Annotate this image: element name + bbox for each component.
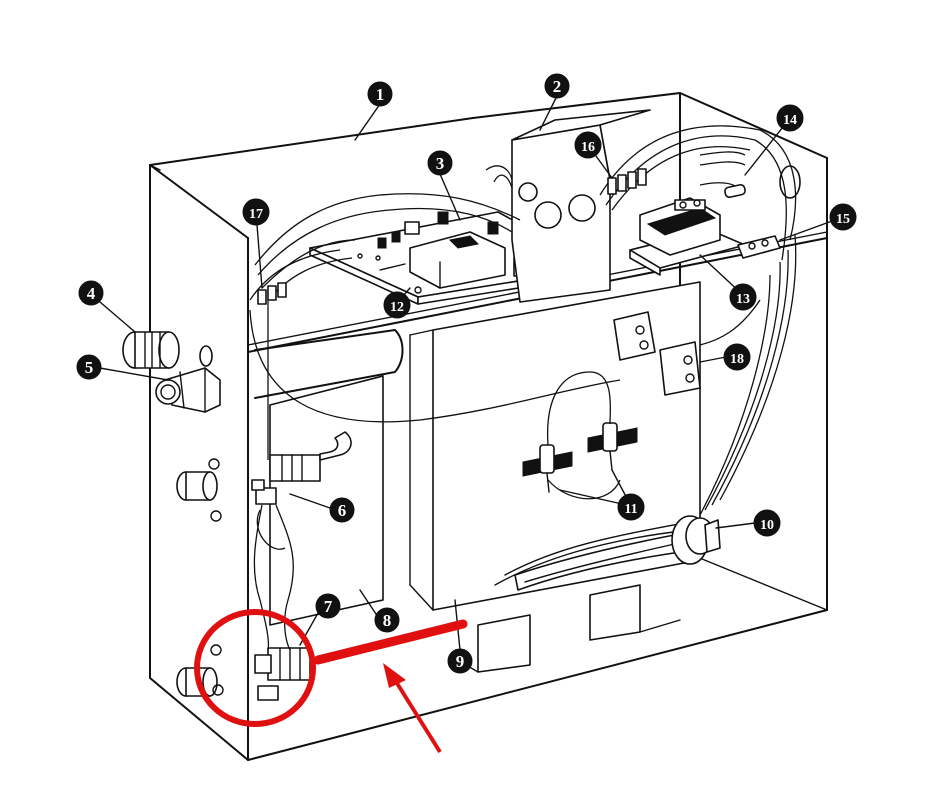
cabinet-outline [149, 92, 828, 761]
contactor [629, 197, 746, 276]
water-tank [409, 281, 701, 673]
water-level-probe-lower [254, 647, 311, 701]
svg-text:3: 3 [436, 154, 445, 173]
water-level-probe-upper [251, 431, 352, 505]
left-fittings [122, 331, 224, 697]
svg-text:17: 17 [249, 207, 263, 222]
svg-text:8: 8 [383, 611, 392, 630]
callout-11: 11 [617, 493, 645, 521]
svg-text:15: 15 [836, 212, 850, 227]
highlight-arrow-shaft [393, 678, 442, 754]
callout-13: 13 [729, 283, 757, 311]
wiring-harness [249, 125, 797, 651]
highlight-bar [313, 619, 468, 665]
inner-panel [254, 329, 404, 626]
drain-fitting-middle [176, 458, 222, 522]
callout-14: 14 [776, 104, 804, 132]
safety-valve [155, 367, 221, 413]
svg-text:6: 6 [338, 501, 347, 520]
fuse [724, 183, 746, 199]
svg-text:2: 2 [553, 77, 562, 96]
callouts: 1 2 3 4 5 6 7 8 [76, 73, 857, 674]
callout-3: 3 [427, 150, 453, 176]
svg-text:18: 18 [730, 352, 744, 367]
svg-text:11: 11 [624, 502, 637, 517]
callout-5: 5 [76, 354, 102, 380]
svg-text:14: 14 [783, 113, 797, 128]
callout-16: 16 [574, 131, 602, 159]
callout-4: 4 [78, 280, 104, 306]
callout-7: 7 [315, 593, 341, 619]
svg-text:4: 4 [87, 284, 96, 303]
highlight-arrow-head [383, 663, 406, 688]
callout-17: 17 [242, 198, 270, 226]
callout-10: 10 [753, 509, 781, 537]
highlight-circle [194, 609, 316, 727]
callout-2: 2 [544, 73, 570, 99]
svg-text:13: 13 [736, 292, 750, 307]
callout-12: 12 [383, 291, 411, 319]
callout-8: 8 [374, 607, 400, 633]
svg-text:16: 16 [581, 140, 595, 155]
terminal-block [737, 235, 781, 259]
svg-text:5: 5 [85, 358, 94, 377]
thermostats [613, 311, 701, 396]
callout-6: 6 [329, 497, 355, 523]
temperature-probes [522, 371, 638, 500]
svg-text:12: 12 [390, 300, 404, 315]
heating-element [514, 515, 721, 591]
callout-9: 9 [447, 648, 473, 674]
svg-text:10: 10 [760, 518, 774, 533]
steam-outlet-fitting [122, 331, 213, 369]
callout-18: 18 [723, 343, 751, 371]
junction-box [511, 109, 651, 303]
callout-1: 1 [367, 81, 393, 107]
svg-text:9: 9 [456, 652, 465, 671]
svg-text:7: 7 [324, 597, 333, 616]
svg-text:1: 1 [376, 85, 385, 104]
callout-15: 15 [829, 203, 857, 231]
red-highlight [194, 609, 468, 754]
